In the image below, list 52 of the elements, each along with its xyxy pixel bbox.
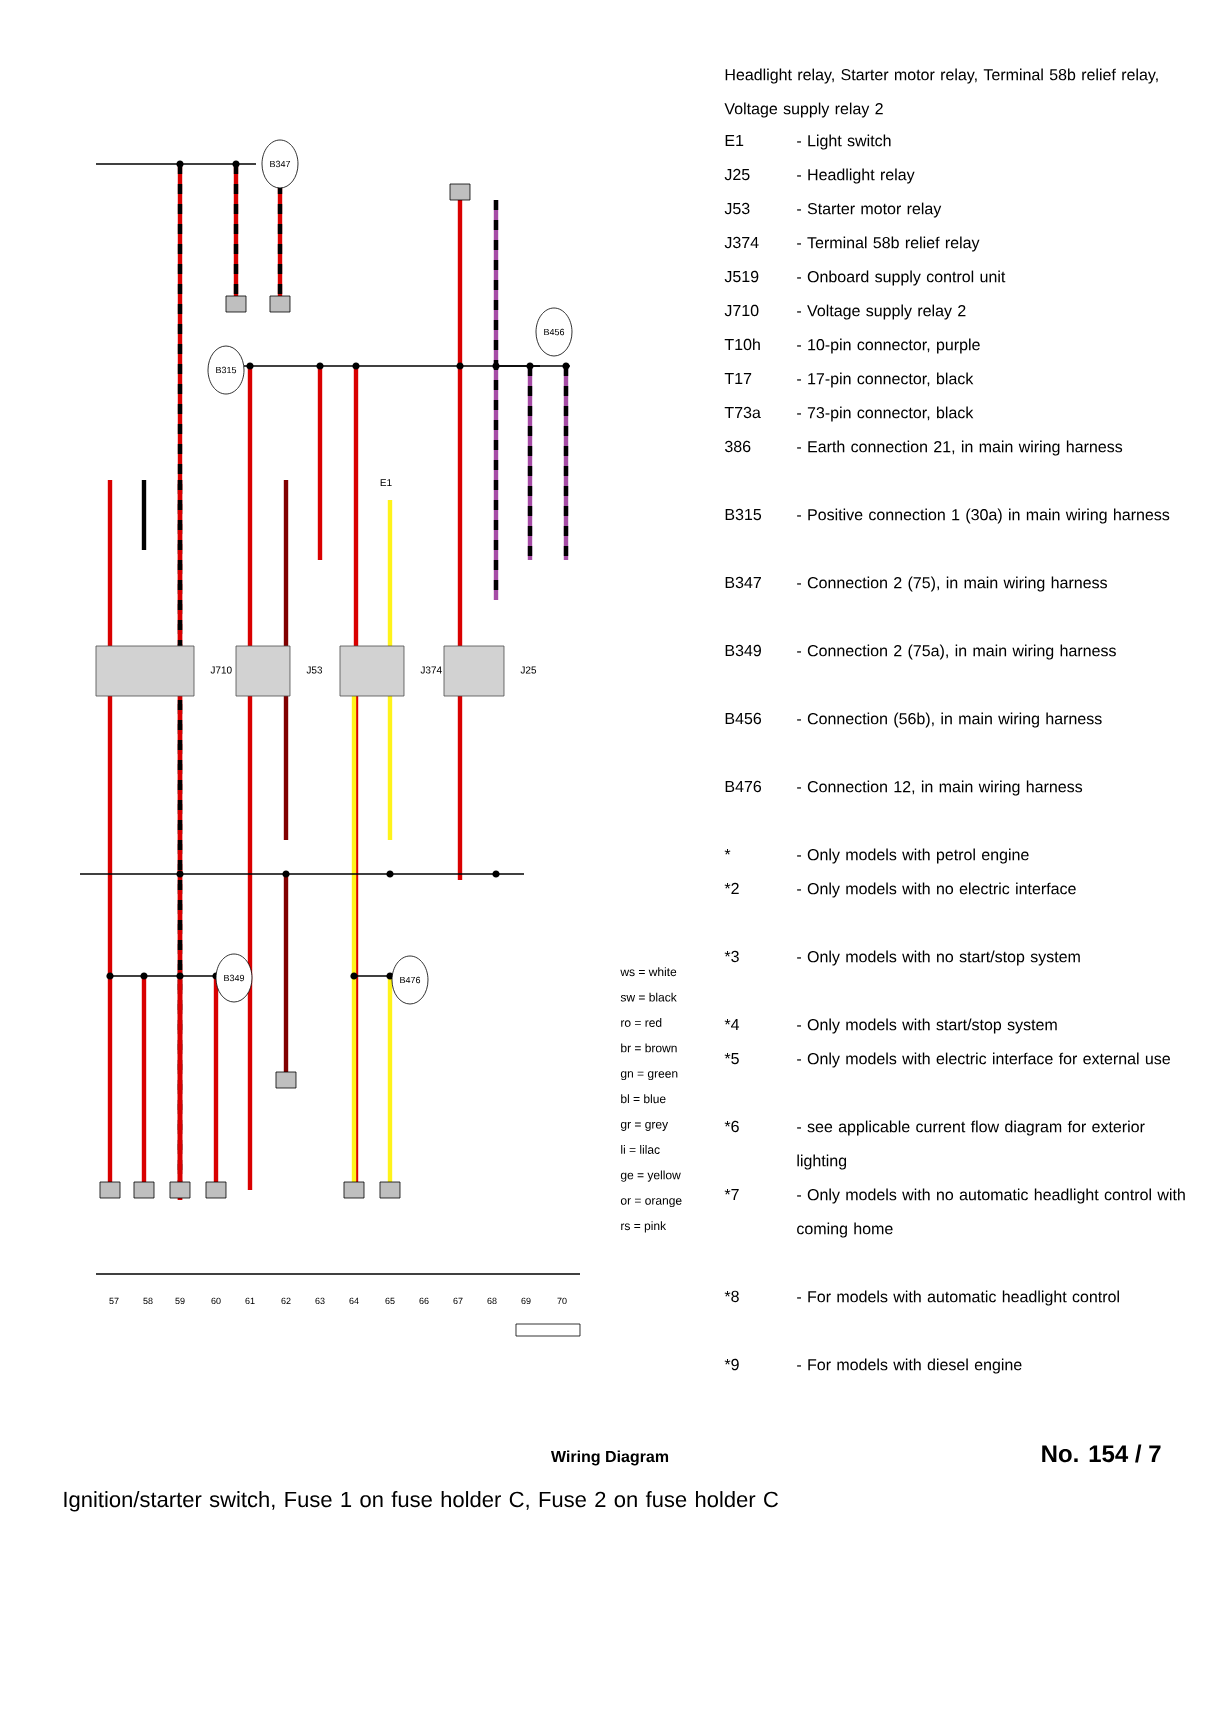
key-description: - For models with diesel engine <box>797 1358 1022 1374</box>
key-description: - Only models with no start/stop system <box>797 950 1080 966</box>
key-description: - Only models with no automatic headlight control with coming home <box>797 1188 1185 1238</box>
key-code: T10h <box>724 338 760 351</box>
title: Headlight relay, Starter motor relay, Terminal 58b relief relay, Voltage supply relay 2 <box>724 68 1158 118</box>
key-code: J53 <box>724 202 750 215</box>
key-description: - For models with automatic headlight control <box>797 1290 1119 1306</box>
key-description: - see applicable current flow diagram for exterior lighting <box>797 1120 1145 1170</box>
key-description: - Connection (56b), in main wiring harness <box>797 712 1102 728</box>
key-code: * <box>724 849 731 855</box>
key-code: *5 <box>724 1053 739 1065</box>
caption: Ignition/starter switch, Fuse 1 on fuse holder C, Fuse 2 on fuse holder C <box>64 1491 778 1512</box>
key-code: *9 <box>724 1358 739 1371</box>
key-code: T17 <box>724 373 752 384</box>
key-description: - Only models with start/stop system <box>797 1018 1057 1034</box>
key-code: B347 <box>725 576 761 589</box>
key-description: - Onboard supply control unit <box>797 270 1006 286</box>
key-description: - 10-pin connector, purple <box>797 338 980 354</box>
diagram-type: Wiring Diagram <box>550 1450 669 1466</box>
key-description: - Connection 2 (75), in main wiring harness <box>797 576 1107 592</box>
key-description: - Connection 2 (75a), in main wiring harness <box>797 644 1116 660</box>
key-code: B315 <box>725 508 762 521</box>
key-description: - Voltage supply relay 2 <box>797 304 966 320</box>
key-code: J519 <box>724 270 759 283</box>
key-code: *4 <box>724 1019 740 1030</box>
key-code: B349 <box>725 644 761 657</box>
key-description: - Terminal 58b relief relay <box>797 236 980 252</box>
key-description: - 17-pin connector, black <box>797 372 974 388</box>
key-description: - Starter motor relay <box>797 202 942 218</box>
key-code: *7 <box>724 1189 739 1200</box>
key-description: - Light switch <box>797 134 891 150</box>
key-description: - Earth connection 21, in main wiring harness <box>797 440 1123 456</box>
key-code: J710 <box>724 304 759 317</box>
key-description: - Positive connection 1 (30a) in main wiring harness <box>797 508 1170 524</box>
key-code: T73a <box>724 406 761 419</box>
key-code: *6 <box>724 1120 739 1133</box>
key-description: - 73-pin connector, black <box>797 406 974 422</box>
key-code: 386 <box>725 440 751 453</box>
key-description: - Only models with electric interface for external use <box>797 1052 1170 1068</box>
key-code: *8 <box>724 1290 739 1303</box>
key-description: - Only models with petrol engine <box>797 848 1029 864</box>
key-code: *2 <box>724 882 739 894</box>
key-code: *3 <box>724 950 739 963</box>
key-code: B476 <box>725 780 762 793</box>
key-code: J374 <box>724 236 759 249</box>
key-code: B456 <box>725 712 762 725</box>
diagram-number: No. 154 / 7 <box>1042 1444 1161 1463</box>
key-code: E1 <box>725 135 744 146</box>
key-code: J25 <box>724 168 750 181</box>
key-description: - Only models with no electric interface <box>797 882 1076 898</box>
key-description: - Headlight relay <box>797 168 915 184</box>
key-description: - Connection 12, in main wiring harness <box>797 780 1083 796</box>
